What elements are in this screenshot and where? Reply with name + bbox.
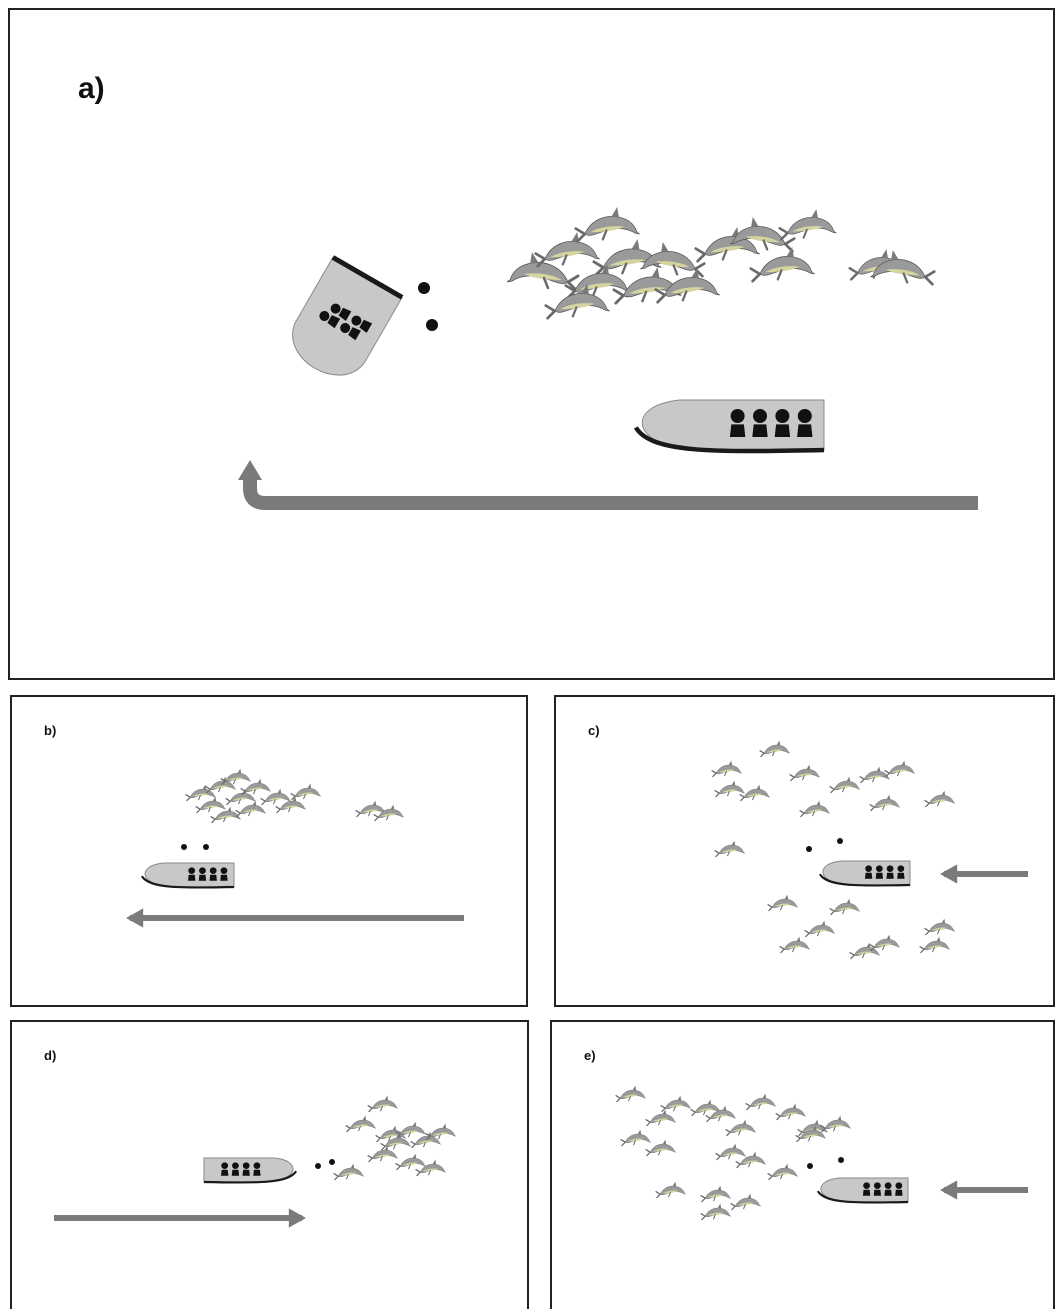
sound-dot bbox=[181, 844, 187, 850]
dolphin-icon bbox=[396, 1154, 426, 1170]
dolphin-icon bbox=[746, 1094, 776, 1110]
dolphin-icon bbox=[656, 1182, 686, 1198]
dolphin-icon bbox=[726, 1120, 756, 1136]
dolphin-icon bbox=[768, 895, 798, 911]
dolphin-icon bbox=[805, 921, 835, 937]
dolphin-icon bbox=[646, 1110, 676, 1126]
boat-icon bbox=[204, 1158, 296, 1183]
dolphin-icon bbox=[925, 791, 955, 807]
dolphin-icon bbox=[870, 795, 900, 811]
panel-c: c) bbox=[554, 695, 1055, 1007]
dolphin-icon bbox=[870, 935, 900, 951]
dolphin-icon bbox=[346, 1116, 376, 1132]
panel-b-scene bbox=[12, 697, 528, 1007]
dolphin-icon bbox=[860, 767, 890, 783]
dolphin-icon bbox=[885, 761, 915, 777]
sound-dot bbox=[807, 1163, 813, 1169]
dolphin-icon bbox=[616, 1086, 646, 1102]
dolphin-icon bbox=[715, 841, 745, 857]
dolphin-icon bbox=[712, 761, 742, 777]
dolphin-icon bbox=[196, 797, 226, 813]
dolphin-icon bbox=[716, 1144, 746, 1160]
dolphin-icon bbox=[640, 242, 704, 276]
dolphin-icon bbox=[236, 801, 266, 817]
dolphin-icon bbox=[211, 807, 241, 823]
boat-icon bbox=[280, 257, 402, 388]
boat-icon bbox=[636, 400, 824, 451]
arrow-icon bbox=[54, 1208, 306, 1227]
panel-d-scene bbox=[12, 1022, 529, 1309]
dolphin-icon bbox=[870, 250, 934, 284]
panel-a-scene bbox=[10, 10, 1055, 680]
dolphin-icon bbox=[701, 1204, 731, 1220]
dolphin-icon bbox=[830, 899, 860, 915]
panel-c-scene bbox=[556, 697, 1055, 1007]
dolphin-icon bbox=[776, 1104, 806, 1120]
dolphin-icon bbox=[800, 801, 830, 817]
panel-e-scene bbox=[552, 1022, 1055, 1309]
dolphin-icon bbox=[780, 937, 810, 953]
dolphin-icon bbox=[790, 765, 820, 781]
dolphin-icon bbox=[536, 232, 600, 266]
dolphin-icon bbox=[925, 919, 955, 935]
dolphin-icon bbox=[780, 209, 837, 239]
dolphin-icon bbox=[751, 247, 815, 281]
dolphin-icon bbox=[731, 1194, 761, 1210]
sound-dot bbox=[838, 1157, 844, 1163]
dolphin-icon bbox=[661, 1096, 691, 1112]
dolphin-icon bbox=[621, 1130, 651, 1146]
dolphin-icon bbox=[576, 207, 640, 241]
arrow-icon bbox=[126, 908, 464, 927]
boat-icon bbox=[820, 861, 910, 886]
sound-dot bbox=[837, 838, 843, 844]
arrow-icon bbox=[940, 1180, 1028, 1199]
sound-dot bbox=[329, 1159, 335, 1165]
sound-dot bbox=[418, 282, 430, 294]
arrow-icon bbox=[940, 864, 1028, 883]
sound-dot bbox=[315, 1163, 321, 1169]
dolphin-icon bbox=[261, 789, 291, 805]
dolphin-icon bbox=[830, 777, 860, 793]
dolphin-icon bbox=[740, 785, 770, 801]
dolphin-icon bbox=[291, 784, 321, 800]
boat-icon bbox=[818, 1178, 908, 1203]
panel-e: e) bbox=[550, 1020, 1055, 1309]
dolphin-icon bbox=[920, 937, 950, 953]
dolphin-icon bbox=[334, 1164, 364, 1180]
boat-icon bbox=[142, 863, 234, 888]
dolphin-icon bbox=[768, 1164, 798, 1180]
panel-a: a) bbox=[8, 8, 1055, 680]
dolphin-icon bbox=[701, 1186, 731, 1202]
dolphin-icon bbox=[368, 1096, 398, 1112]
panel-b: b) bbox=[10, 695, 528, 1007]
dolphin-icon bbox=[760, 741, 790, 757]
sound-dot bbox=[806, 846, 812, 852]
arrow-icon bbox=[238, 460, 978, 503]
sound-dot bbox=[203, 844, 209, 850]
sound-dot bbox=[426, 319, 438, 331]
panel-d: d) bbox=[10, 1020, 529, 1309]
